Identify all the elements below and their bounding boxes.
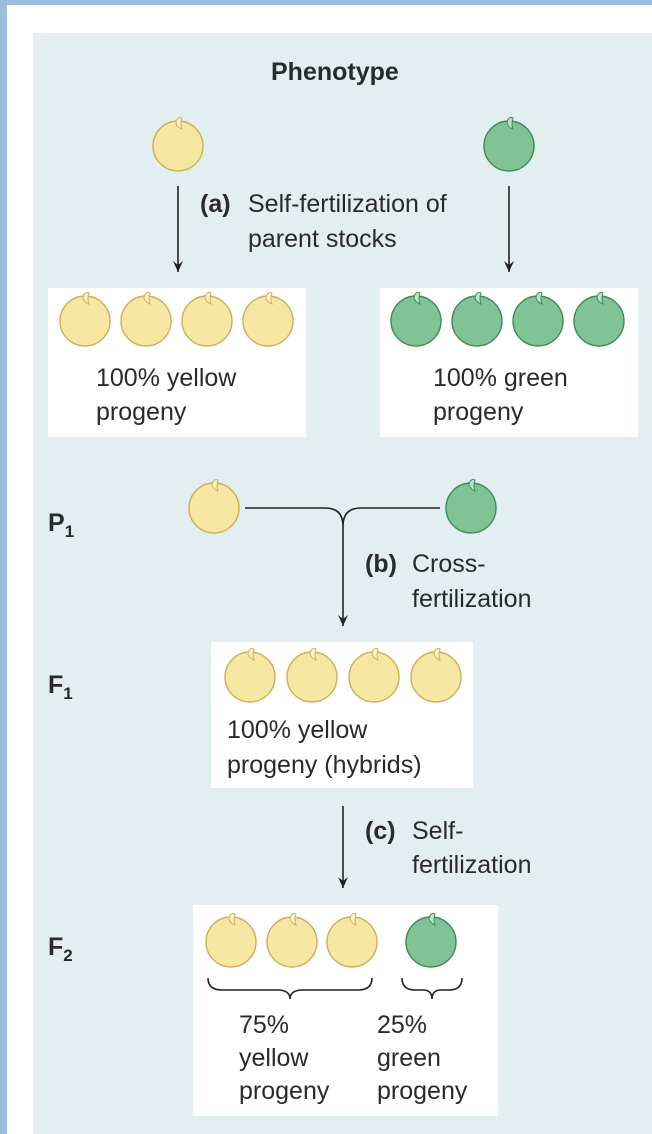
step-a-line2: parent stocks [248,225,397,253]
p1-subscript: 1 [64,522,75,541]
green-result-line2: progeny [433,398,524,426]
p1-yellow-pea [188,479,240,534]
yellow-result-line2: progeny [96,398,187,426]
green-brace [401,977,463,1000]
f2-yellow-line3: progeny [239,1077,330,1105]
f2-green-line2: green [377,1044,441,1072]
yellow-brace [207,977,373,1000]
yellow-progeny-pea [181,292,233,347]
step-a-line1: Self-fertilization of [248,190,447,218]
f2-green-line3: progeny [377,1077,468,1105]
yellow-progeny-pea [242,292,294,347]
f2-letter: F [48,933,64,961]
parent-green-pea [483,117,535,172]
generation-label-p1: P1 [48,509,74,542]
f2-green-pea [405,913,457,968]
generation-label-f1: F1 [48,671,73,704]
f1-subscript: 1 [63,684,73,703]
f1-result-line1: 100% yellow [227,716,368,744]
green-progeny-pea [390,292,442,347]
p1-green-pea [445,479,497,534]
f2-subscript: 2 [63,946,73,965]
step-b-line2: fertilization [412,585,532,613]
f1-yellow-pea [286,648,338,703]
yellow-progeny-pea [120,292,172,347]
f2-yellow-pea [326,913,378,968]
step-b-tag: (b) [365,550,397,578]
f2-yellow-line2: yellow [239,1044,309,1072]
f1-yellow-pea [348,648,400,703]
step-b-line1: Cross- [412,550,486,578]
step-c-line1: Self- [412,817,464,845]
step-c-tag: (c) [365,817,396,845]
yellow-progeny-pea [59,292,111,347]
f2-yellow-line1: 75% [239,1011,290,1039]
f2-yellow-pea [266,913,318,968]
green-result-line1: 100% green [433,364,568,392]
parent-yellow-pea [152,117,204,172]
cross-connector [245,507,440,527]
phenotype-heading: Phenotype [271,58,399,86]
f2-yellow-pea [205,913,257,968]
p1-letter: P [48,509,65,537]
green-progeny-pea [451,292,503,347]
f1-yellow-pea [410,648,462,703]
f2-green-line1: 25% [377,1011,428,1039]
f1-letter: F [48,671,64,699]
step-c-line2: fertilization [412,851,532,879]
f1-result-line2: progeny (hybrids) [227,751,422,779]
generation-label-f2: F2 [48,933,73,966]
step-a-tag: (a) [200,190,231,218]
green-progeny-pea [512,292,564,347]
f1-yellow-pea [224,648,276,703]
green-progeny-pea [573,292,625,347]
yellow-result-line1: 100% yellow [96,364,237,392]
